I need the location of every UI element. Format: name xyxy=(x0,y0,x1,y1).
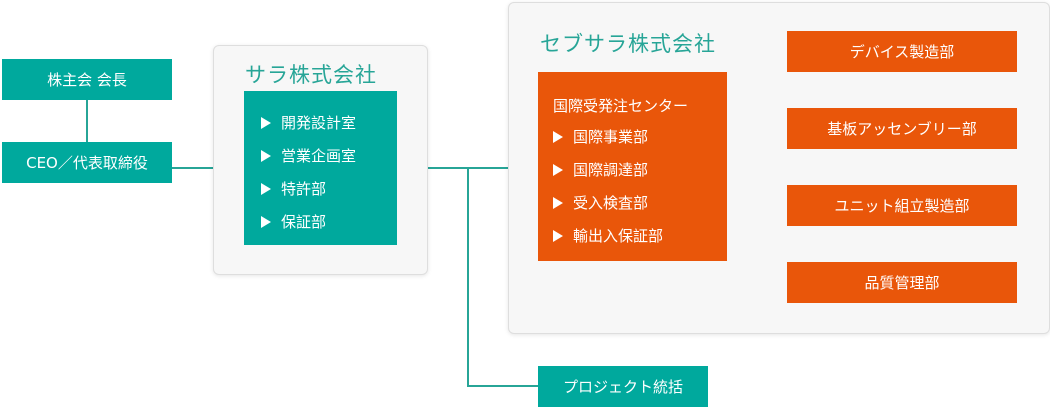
triangle-bullet-icon xyxy=(261,215,271,228)
connector-ceo-sara xyxy=(172,167,244,169)
triangle-bullet-icon xyxy=(261,149,271,162)
center-item: 輸出入保証部 xyxy=(553,219,727,252)
department-box: 基板アッセンブリー部 xyxy=(787,108,1017,149)
sara-item: 営業企画室 xyxy=(261,139,397,172)
department-box: ユニット組立製造部 xyxy=(787,185,1017,226)
center-item: 国際事業部 xyxy=(553,120,727,153)
triangle-bullet-icon xyxy=(261,116,271,129)
triangle-bullet-icon xyxy=(261,182,271,195)
project-management-box: プロジェクト統括 xyxy=(538,366,708,407)
sara-company-title: サラ株式会社 xyxy=(245,63,377,87)
sara-company-panel: サラ株式会社 開発設計室 営業企画室 特許部 保証部 xyxy=(213,45,428,275)
connector-project-horizontal xyxy=(467,385,538,387)
ceo-box: CEO／代表取締役 xyxy=(2,142,172,183)
sara-department-list: 開発設計室 営業企画室 特許部 保証部 xyxy=(244,91,397,245)
triangle-bullet-icon xyxy=(553,163,563,176)
center-item: 受入検査部 xyxy=(553,186,727,219)
shareholder-box: 株主会 会長 xyxy=(2,59,172,100)
international-order-center: 国際受発注センター 国際事業部 国際調達部 受入検査部 輸出入保証部 xyxy=(538,72,727,261)
connector-project-vertical xyxy=(467,167,469,386)
triangle-bullet-icon xyxy=(553,130,563,143)
sebu-company-title: セブサラ株式会社 xyxy=(540,32,716,56)
triangle-bullet-icon xyxy=(553,229,563,242)
connector-shareholder-ceo xyxy=(86,100,88,142)
department-box: 品質管理部 xyxy=(787,262,1017,303)
department-box: デバイス製造部 xyxy=(787,31,1017,72)
triangle-bullet-icon xyxy=(553,196,563,209)
sara-item: 保証部 xyxy=(261,205,397,238)
center-header: 国際受発注センター xyxy=(553,96,689,115)
sara-item: 開発設計室 xyxy=(261,106,397,139)
sara-item: 特許部 xyxy=(261,172,397,205)
center-item: 国際調達部 xyxy=(553,153,727,186)
